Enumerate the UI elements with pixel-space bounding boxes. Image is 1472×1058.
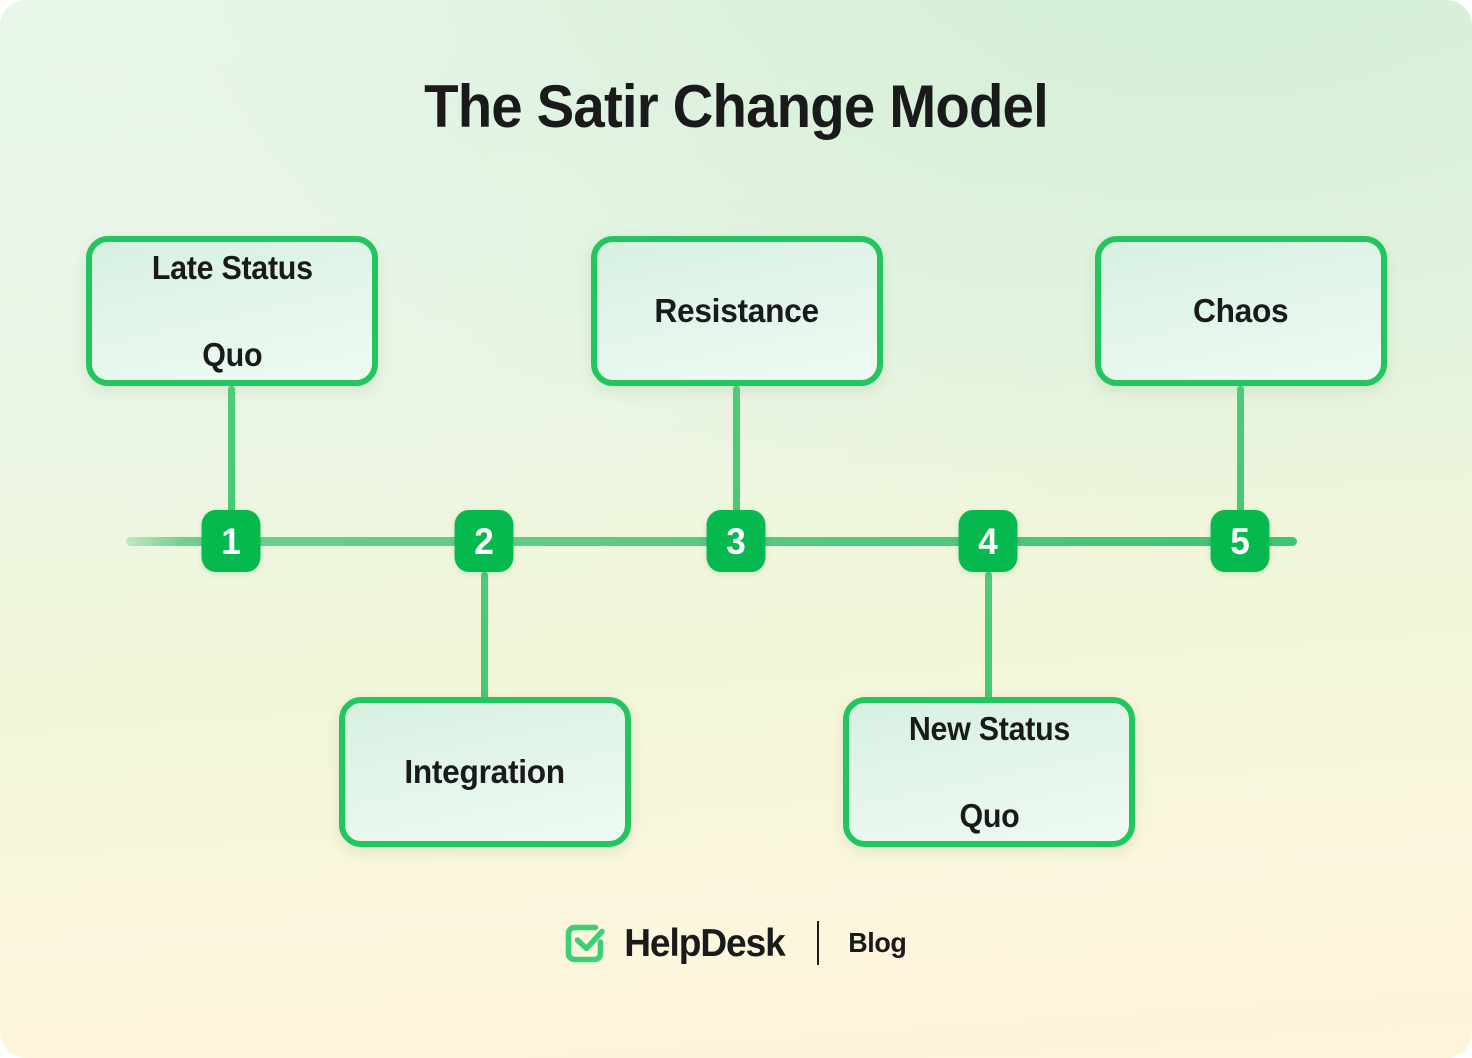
marker-number: 3 [726, 520, 746, 562]
marker-number: 5 [1230, 520, 1250, 562]
check-square-icon [564, 922, 606, 964]
stage-box-integration: Integration [339, 697, 631, 847]
timeline-marker-1[interactable]: 1 [201, 510, 261, 572]
connector-3 [733, 386, 740, 541]
stage-box-resistance: Resistance [591, 236, 883, 386]
connector-1 [228, 386, 235, 541]
timeline-marker-2[interactable]: 2 [454, 510, 514, 572]
stage-box-label: Chaos [1193, 292, 1289, 330]
footer: HelpDesk Blog [0, 921, 1472, 965]
footer-section-label: Blog [848, 927, 907, 958]
timeline-marker-5[interactable]: 5 [1210, 510, 1270, 572]
marker-number: 1 [221, 520, 241, 562]
connector-4 [985, 572, 992, 702]
stage-box-label: Resistance [654, 292, 820, 330]
timeline-marker-4[interactable]: 4 [958, 510, 1018, 572]
stage-box-chaos: Chaos [1095, 236, 1387, 386]
marker-number: 2 [474, 520, 494, 562]
timeline-marker-3[interactable]: 3 [706, 510, 766, 572]
footer-divider [817, 921, 820, 965]
connector-2 [481, 572, 488, 702]
brand-name: HelpDesk [624, 921, 786, 965]
connector-5 [1237, 386, 1244, 541]
stage-box-label: Integration [404, 753, 566, 791]
marker-number: 4 [978, 520, 998, 562]
page-title: The Satir Change Model [424, 73, 1049, 140]
